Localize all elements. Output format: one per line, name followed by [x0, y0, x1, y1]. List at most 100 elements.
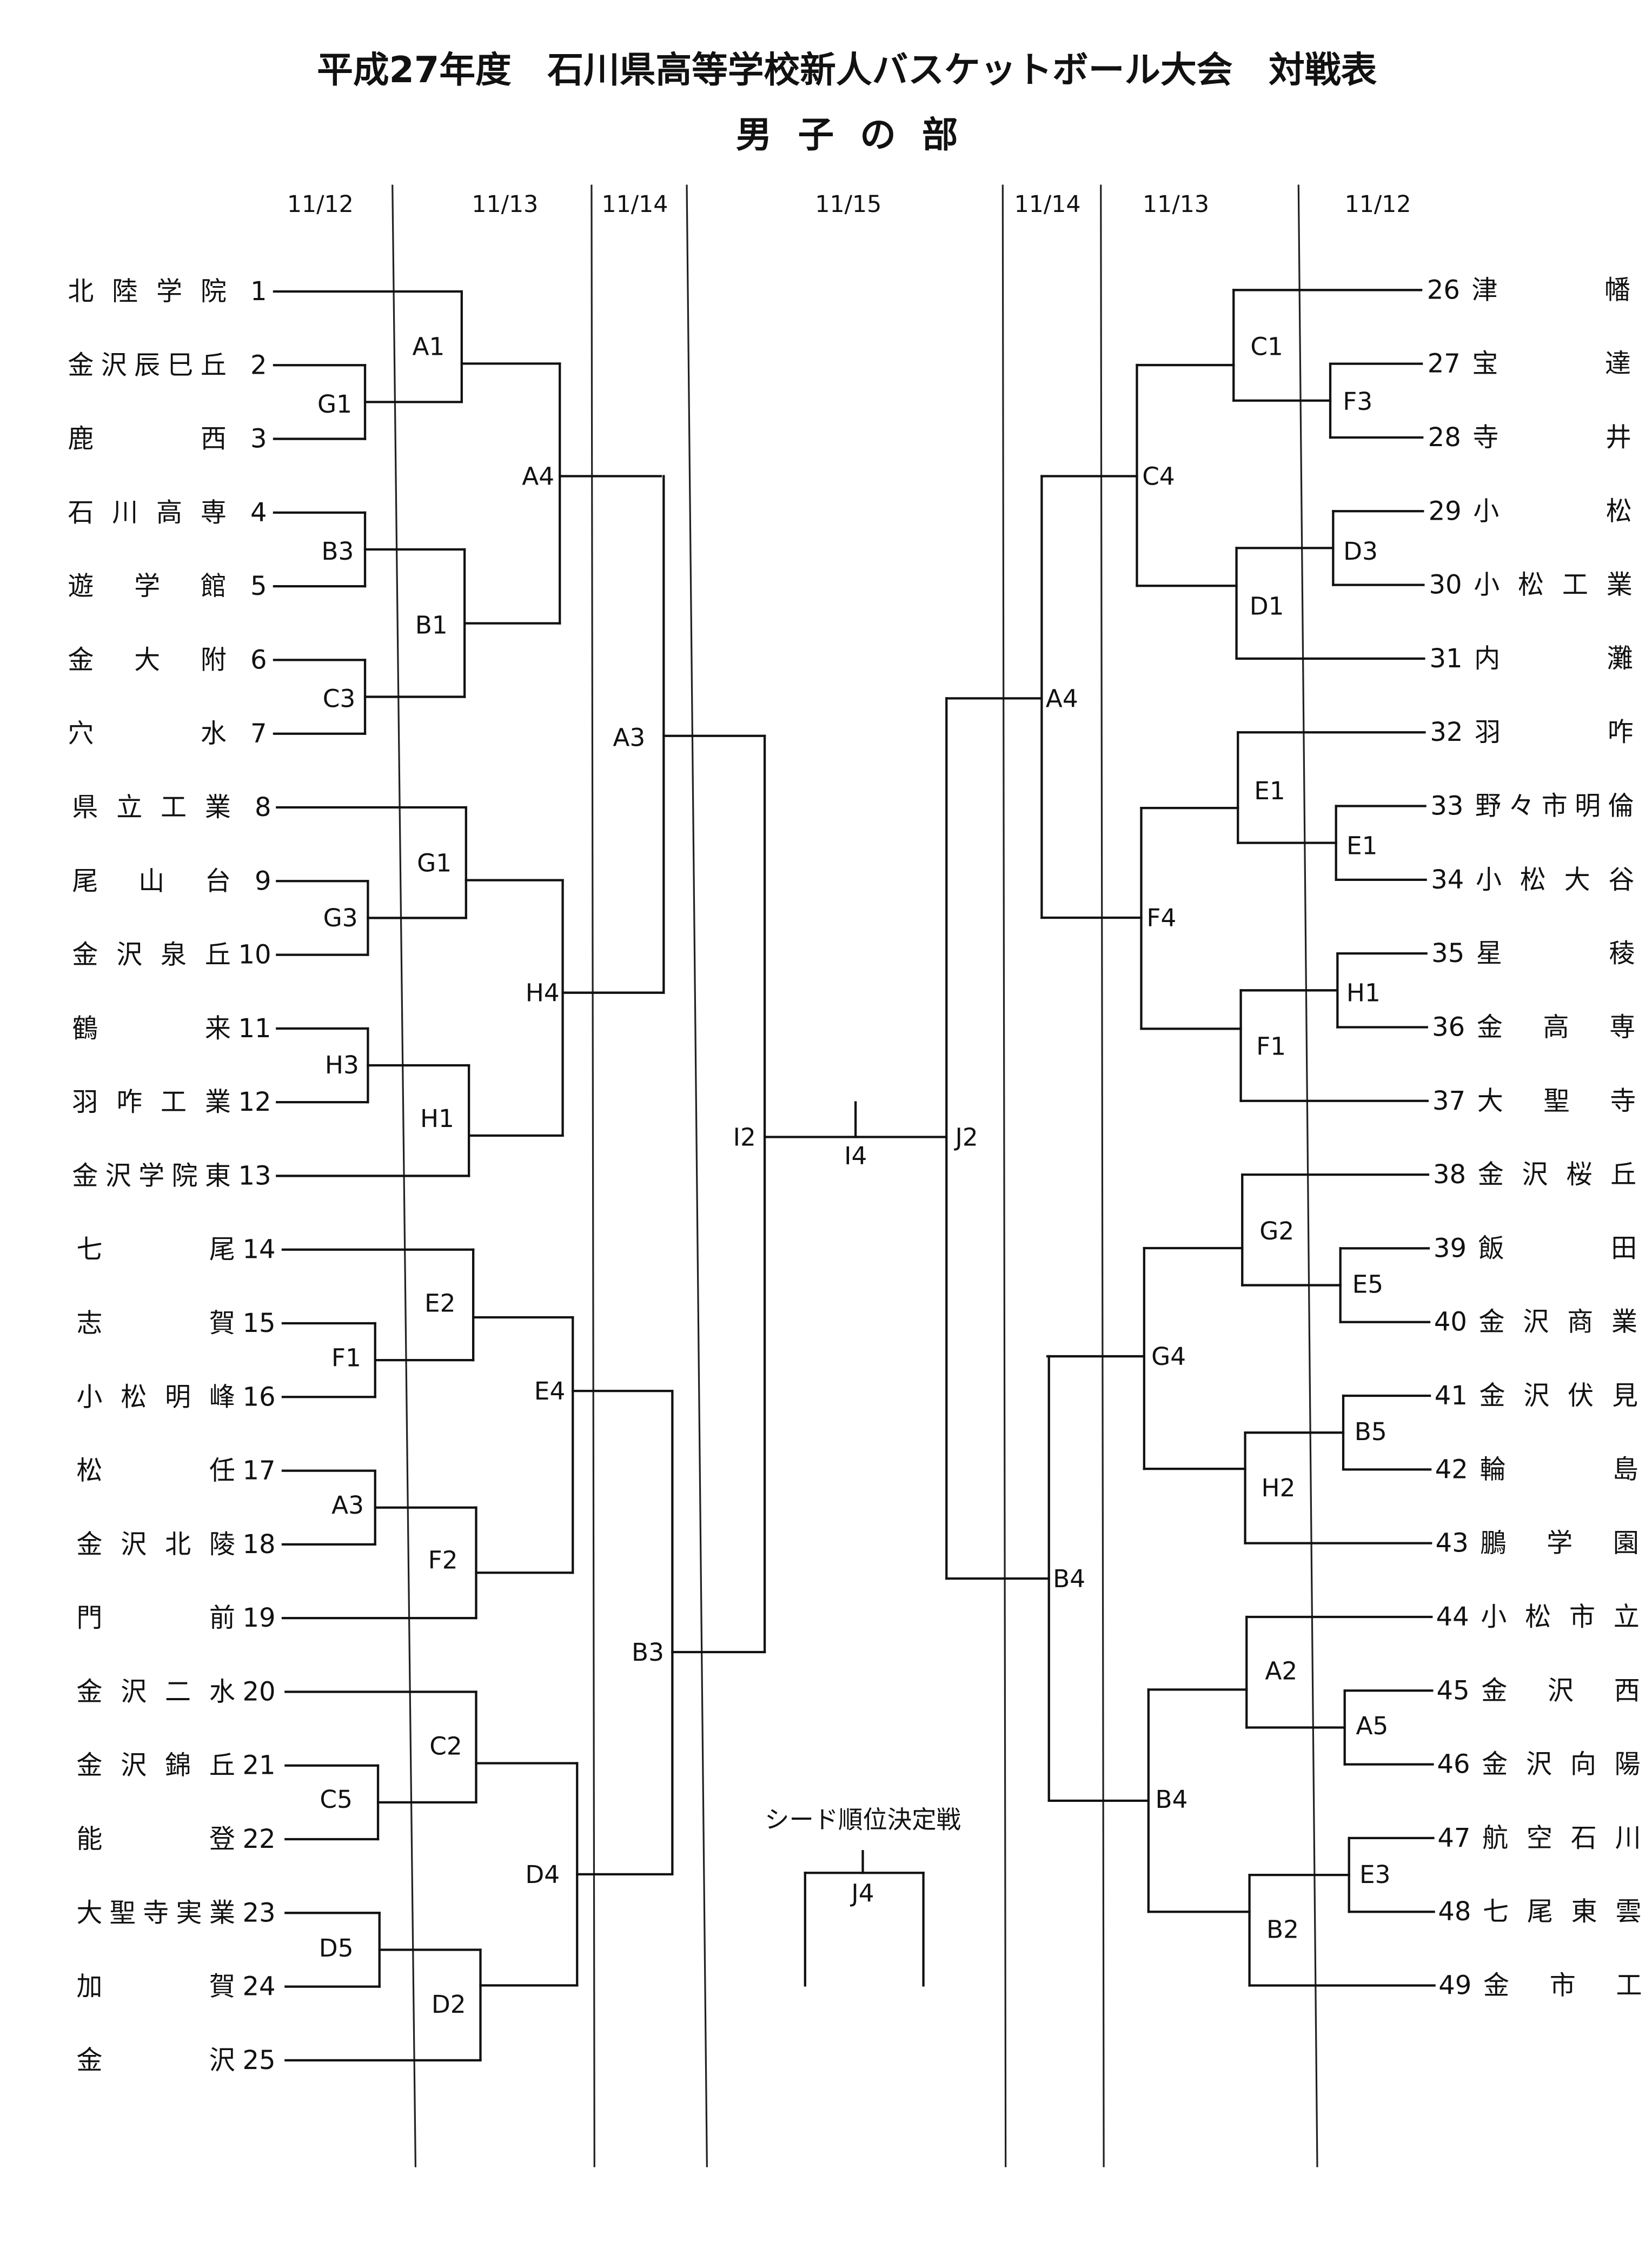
team-number: 47	[1437, 1823, 1470, 1853]
match-label: B5	[1355, 1417, 1387, 1446]
match-label: G1	[417, 849, 452, 878]
team-name: 加賀	[76, 1972, 235, 2002]
column-divider	[591, 184, 595, 2167]
team-number: 35	[1431, 938, 1464, 969]
team-number: 28	[1428, 422, 1461, 453]
team-name: 能登	[76, 1824, 235, 1854]
date-header: 11/14	[601, 191, 668, 218]
team-number: 15	[243, 1308, 276, 1338]
match-label: H3	[325, 1051, 359, 1079]
team-number: 14	[243, 1235, 276, 1265]
team-entry: 金沢辰巳丘 2	[68, 350, 267, 380]
match-label: F2	[428, 1546, 458, 1574]
match-label: G2	[1259, 1217, 1294, 1245]
team-name: 金沢西	[1481, 1675, 1640, 1706]
team-entry: 志賀 15	[76, 1308, 275, 1338]
match-labels: A1G1A4B3B1C3A3G1G3H4H3H1E2F1E4A3F2B3C2C5…	[317, 332, 1390, 2019]
date-header: 11/13	[472, 191, 538, 218]
team-number: 9	[255, 866, 271, 896]
team-number: 29	[1429, 496, 1462, 526]
match-label: C3	[323, 684, 356, 713]
team-number: 30	[1429, 570, 1462, 600]
match-label: C2	[429, 1732, 462, 1760]
column-divider	[686, 184, 708, 2167]
team-name: 鵬学園	[1480, 1528, 1638, 1559]
date-header: 11/12	[1345, 191, 1411, 218]
team-name: 鶴来	[72, 1013, 230, 1044]
day-column-dividers	[392, 184, 1318, 2167]
match-label: E3	[1359, 1860, 1391, 1889]
date-header: 11/13	[1143, 191, 1209, 218]
team-number: 43	[1436, 1528, 1469, 1559]
team-number: 2	[250, 350, 267, 380]
team-name: 北陸学院	[68, 276, 226, 307]
team-name: 金沢	[76, 2045, 235, 2076]
team-number: 8	[255, 792, 271, 823]
seed-title: シード順位決定戦	[765, 1806, 961, 1834]
match-label: H1	[1346, 979, 1381, 1007]
team-name: 小松	[1473, 496, 1631, 526]
team-entry: 43 鵬学園	[1436, 1528, 1639, 1559]
team-number: 46	[1437, 1749, 1470, 1780]
column-divider	[1100, 184, 1105, 2167]
team-number: 11	[238, 1013, 271, 1044]
match-label: I2	[733, 1123, 756, 1152]
team-number: 25	[243, 2045, 276, 2076]
match-label: A2	[1265, 1657, 1297, 1686]
team-name: 金沢学院東	[72, 1161, 230, 1191]
team-entry: 鶴来 11	[72, 1013, 271, 1044]
team-number: 20	[243, 1676, 276, 1707]
team-name: 小松大谷	[1476, 865, 1634, 895]
match-label: B2	[1266, 1915, 1299, 1944]
team-name: 小松明峰	[76, 1382, 235, 1412]
match-label: G4	[1151, 1342, 1186, 1371]
date-header: 11/15	[815, 191, 881, 218]
team-number: 41	[1435, 1381, 1468, 1411]
team-name: 大聖寺	[1477, 1086, 1636, 1116]
match-label: B3	[321, 537, 354, 566]
seed-match-label: J4	[850, 1879, 874, 1908]
document-subtitle: 男子の部	[736, 114, 984, 156]
team-number: 3	[250, 424, 267, 454]
team-number: 12	[238, 1087, 271, 1117]
team-number: 39	[1434, 1233, 1467, 1263]
team-number: 10	[238, 940, 271, 970]
team-number: 22	[243, 1824, 276, 1854]
team-name: 七尾	[76, 1235, 235, 1265]
column-divider	[1297, 184, 1318, 2167]
team-number: 36	[1432, 1012, 1465, 1042]
team-number: 23	[243, 1898, 276, 1928]
team-name: 羽咋	[1475, 717, 1633, 747]
match-label: A4	[1046, 684, 1078, 713]
match-label: A3	[331, 1491, 364, 1520]
team-name: 志賀	[76, 1308, 235, 1338]
team-name: 金沢辰巳丘	[68, 350, 226, 380]
team-name: 金沢錦丘	[76, 1751, 235, 1781]
match-label: H2	[1261, 1474, 1295, 1502]
team-name: 金沢伏見	[1479, 1381, 1637, 1411]
match-label: E2	[424, 1289, 455, 1317]
match-label: J2	[954, 1123, 978, 1152]
team-name: 穴水	[68, 719, 226, 749]
team-entry: 七尾 14	[76, 1235, 275, 1265]
